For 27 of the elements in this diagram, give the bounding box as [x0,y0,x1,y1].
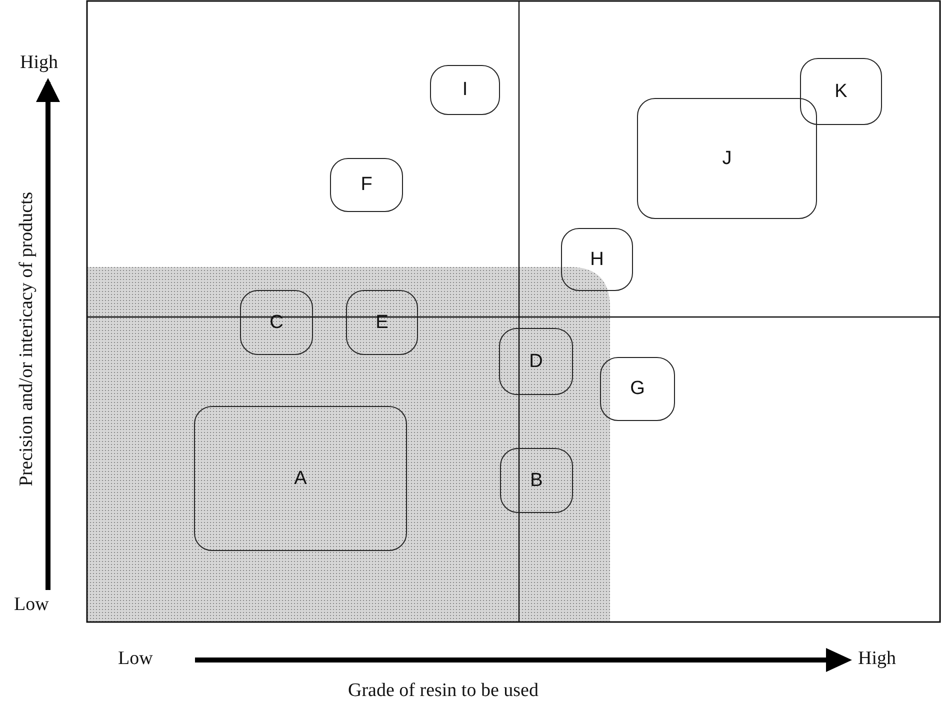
rounded-box [346,290,418,355]
axis-title: Precision and/or intericacy of products [16,190,38,488]
rounded-box [500,448,573,513]
rounded-box [499,328,573,395]
rounded-box [637,98,817,219]
rounded-box [430,65,500,115]
rounded-box [800,58,882,125]
node-letter: K [834,80,848,102]
node-letter: A [294,468,307,490]
node-letter: E [376,312,388,334]
rounded-box [194,406,407,551]
node-letter: D [529,350,543,372]
rounded-box [561,228,633,291]
rounded-box [600,357,675,421]
node-letter: F [360,174,372,196]
node-letter: G [630,378,645,400]
rounded-box [330,158,403,212]
node-letter: J [722,148,732,170]
axis-end-label: High [20,52,58,74]
rounded-box [240,290,313,355]
axis-end-label: Low [118,648,153,670]
axis-title: Grade of resin to be used [348,680,538,702]
node-letter: H [590,248,604,270]
node-letter: I [462,79,468,101]
axis-end-label: High [858,648,896,670]
axis-end-label: Low [14,594,49,616]
node-letter: B [530,470,543,492]
